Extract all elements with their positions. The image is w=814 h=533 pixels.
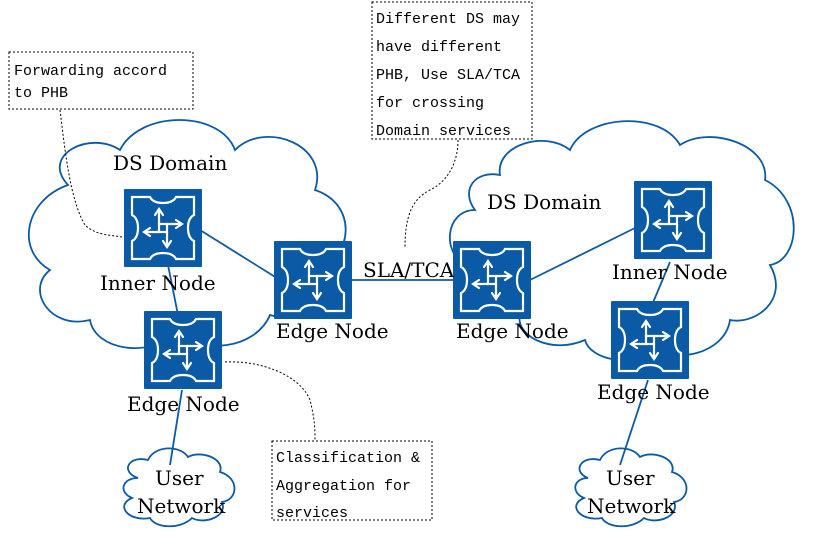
- router-icon: [143, 310, 223, 390]
- left-edge-node-right-label: Edge Node: [276, 319, 389, 343]
- forwarding-leader: [59, 109, 123, 238]
- different-ds-note-line-1: Different DS may: [376, 11, 520, 28]
- different-ds-note-box: [371, 1, 533, 140]
- router-icon: [633, 180, 713, 260]
- left-domain-title: DS Domain: [113, 151, 227, 175]
- left-user-network-line-1: User: [155, 466, 204, 490]
- forwarding-note-line-2: to PHB: [14, 85, 68, 102]
- link-inner-to-edge-left: [199, 229, 281, 281]
- forwarding-note-box: [8, 51, 194, 110]
- router-icon: [123, 188, 203, 268]
- link-edge-to-inner-right: [529, 227, 636, 281]
- left-user-network-cloud: [122, 447, 236, 528]
- link-edge-to-user-right: [619, 379, 649, 466]
- classification-note-line-1: Classification &: [276, 450, 420, 467]
- router-icon: [452, 240, 532, 320]
- right-user-network-line-2: Network: [587, 494, 676, 518]
- right-inner-node-label: Inner Node: [612, 260, 728, 284]
- left-inner-node-label: Inner Node: [100, 271, 216, 295]
- classification-note-line-2: Aggregation for: [276, 478, 411, 495]
- link-inner-to-edge-bottom-right: [651, 261, 671, 306]
- different-ds-note-line-4: for crossing: [376, 95, 484, 112]
- left-edge-node-label: Edge Node: [127, 392, 240, 416]
- different-ds-note-line-3: PHB, Use SLA/TCA: [376, 67, 520, 84]
- left-user-network-line-2: Network: [137, 494, 226, 518]
- classification-note-box: [271, 440, 433, 521]
- right-user-network-cloud: [574, 447, 688, 528]
- right-edge-node-left-label: Edge Node: [456, 319, 569, 343]
- sla-tca-label: SLA/TCA: [363, 258, 455, 282]
- different-ds-note-line-2: have different: [376, 39, 502, 56]
- forwarding-note-line-1: Forwarding accord: [14, 63, 167, 80]
- different-ds-leader: [404, 139, 459, 249]
- right-user-network-line-1: User: [606, 466, 655, 490]
- different-ds-note-line-5: Domain services: [376, 123, 511, 140]
- link-edge-to-user-left: [169, 389, 183, 466]
- right-edge-node-label: Edge Node: [597, 380, 710, 404]
- router-icon: [273, 240, 353, 320]
- right-domain-title: DS Domain: [487, 190, 601, 214]
- classification-note-line-3: services: [276, 505, 348, 522]
- link-inner-to-edge-bottom-left: [167, 264, 179, 316]
- router-icon: [610, 300, 690, 380]
